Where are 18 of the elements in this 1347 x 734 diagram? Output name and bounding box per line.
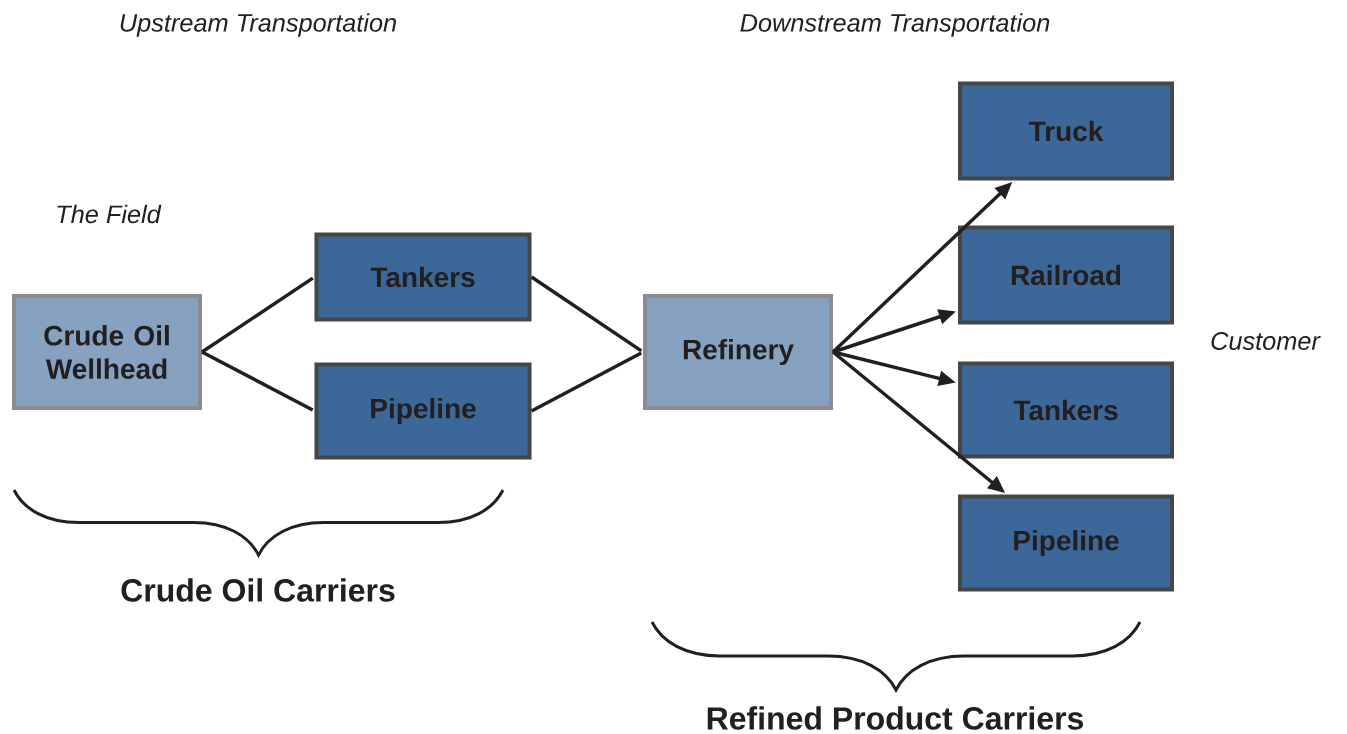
carrier-box: Tankers — [958, 361, 1174, 459]
group-label: Refined Product Carriers — [707, 706, 1083, 730]
carrier-box: Pipeline — [314, 362, 532, 460]
station-box: Refinery — [643, 294, 833, 410]
section-label: Downstream Transportation — [740, 13, 1050, 37]
carrier-box: Railroad — [958, 225, 1174, 325]
carrier-box: Pipeline — [958, 494, 1174, 592]
station-box: Crude Oil Wellhead — [12, 294, 202, 410]
connector-line — [530, 351, 643, 413]
section-label: Customer — [1211, 332, 1321, 350]
connector-line — [201, 350, 314, 412]
connector-line — [201, 276, 314, 354]
section-label: The Field — [57, 204, 162, 224]
carrier-box: Tankers — [314, 232, 532, 322]
group-label: Crude Oil Carriers — [121, 578, 395, 602]
connector-line — [530, 275, 643, 353]
carrier-box: Truck — [958, 81, 1174, 181]
section-label: Upstream Transportation — [120, 13, 396, 37]
